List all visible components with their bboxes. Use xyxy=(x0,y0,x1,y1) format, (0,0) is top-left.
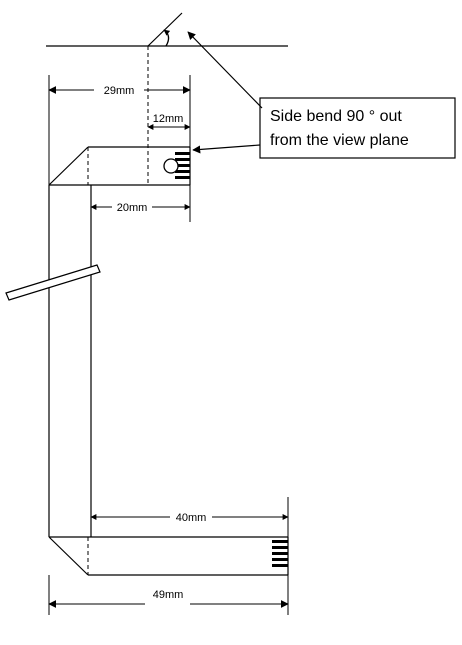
callout-box: Side bend 90 ° out from the view plane xyxy=(259,97,456,159)
fold-lines xyxy=(87,46,149,575)
break-symbol xyxy=(5,264,101,301)
callout-leaders xyxy=(187,31,263,154)
top-connector-contacts xyxy=(175,152,190,179)
dim-label-49mm: 49mm xyxy=(153,589,184,601)
dimension-20mm: 20mm xyxy=(90,202,191,214)
dim-label-12mm: 12mm xyxy=(153,113,184,125)
dimension-29mm: 29mm xyxy=(48,85,191,97)
extension-lines xyxy=(48,75,289,615)
dim-label-29mm: 29mm xyxy=(104,85,135,97)
mounting-hole xyxy=(163,158,179,174)
dim-label-20mm: 20mm xyxy=(117,202,148,214)
dimension-12mm: 12mm xyxy=(147,113,191,130)
flex-cable-outline xyxy=(48,146,289,576)
bend-angle-indicator xyxy=(147,12,183,47)
dimension-40mm: 40mm xyxy=(90,512,289,524)
callout-line-1: Side bend 90 ° out xyxy=(270,108,402,125)
dimension-49mm: 49mm xyxy=(48,589,289,608)
bottom-connector-contacts xyxy=(272,540,288,567)
dim-label-40mm: 40mm xyxy=(176,512,207,524)
callout-line-2: from the view plane xyxy=(270,132,409,149)
